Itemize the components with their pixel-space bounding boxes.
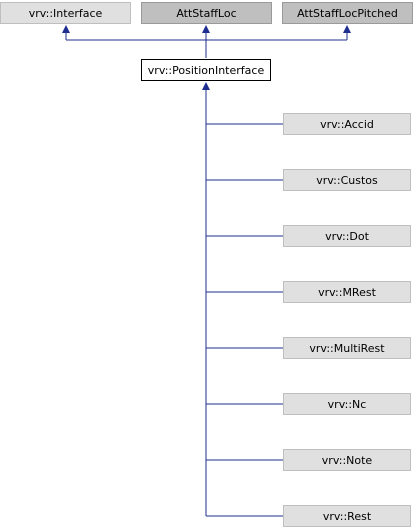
focus-class-position-interface[interactable]: vrv::PositionInterface: [141, 59, 271, 81]
arrowhead-interface: [62, 25, 70, 33]
derived-class-note[interactable]: vrv::Note: [283, 449, 411, 471]
derived-class-nc[interactable]: vrv::Nc: [283, 393, 411, 415]
arrowhead-attstafflocpitched: [343, 25, 351, 33]
derived-class-dot[interactable]: vrv::Dot: [283, 225, 411, 247]
inheritance-edges: [62, 25, 351, 517]
base-class-attstaffloc[interactable]: AttStaffLoc: [141, 2, 272, 24]
derived-class-accid[interactable]: vrv::Accid: [283, 113, 411, 135]
derived-class-mrest[interactable]: vrv::MRest: [283, 281, 411, 303]
arrowhead-attstaffloc: [202, 25, 210, 33]
base-class-attstafflocpitched[interactable]: AttStaffLocPitched: [282, 2, 413, 24]
derived-class-multirest[interactable]: vrv::MultiRest: [283, 337, 411, 359]
derived-class-rest[interactable]: vrv::Rest: [283, 505, 411, 527]
arrowhead-position-interface: [202, 82, 210, 90]
base-class-vrv-interface[interactable]: vrv::Interface: [0, 2, 131, 24]
derived-class-custos[interactable]: vrv::Custos: [283, 169, 411, 191]
